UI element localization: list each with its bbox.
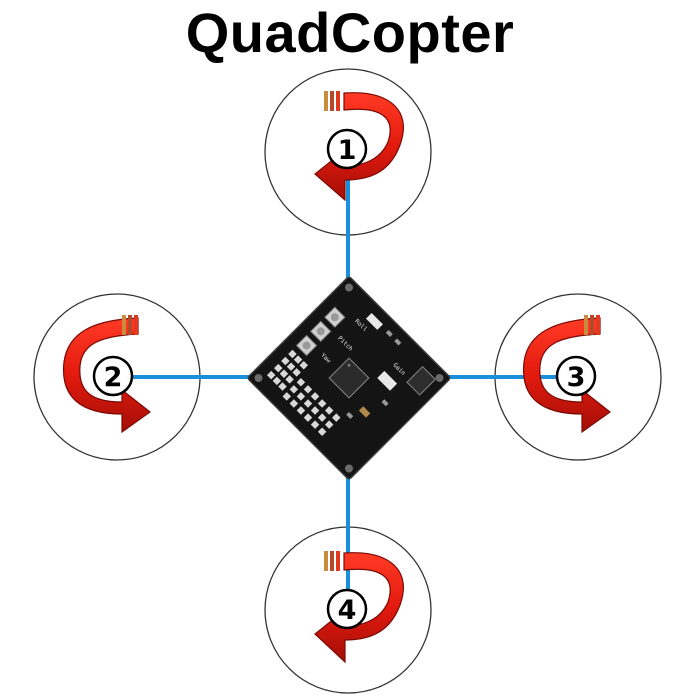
motor-number-1: 1 [338,135,357,166]
motor-number-3: 3 [567,362,586,393]
diagram-title: QuadCopter [185,1,515,64]
potentiometers [295,306,346,357]
rotation-arrow-2 [62,315,152,434]
motor-number-4: 4 [338,595,357,626]
microcontroller-chip [328,357,370,399]
motor-badge-4: 4 [326,588,368,630]
motor-number-2: 2 [104,362,123,393]
motor-badge-2: 2 [92,355,134,397]
rotation-arrow-1 [314,91,404,202]
arms [130,166,565,594]
flight-controller-board: Roll Pitch Yaw Gain [247,276,451,480]
rotation-arrow-4 [314,551,404,664]
motor-badge-1: 1 [326,128,368,170]
rotation-arrow-3 [522,315,612,434]
rotation-arrows [62,91,612,664]
motor-number-badges: 1 2 3 4 [92,128,597,630]
motor-badge-3: 3 [555,355,597,397]
